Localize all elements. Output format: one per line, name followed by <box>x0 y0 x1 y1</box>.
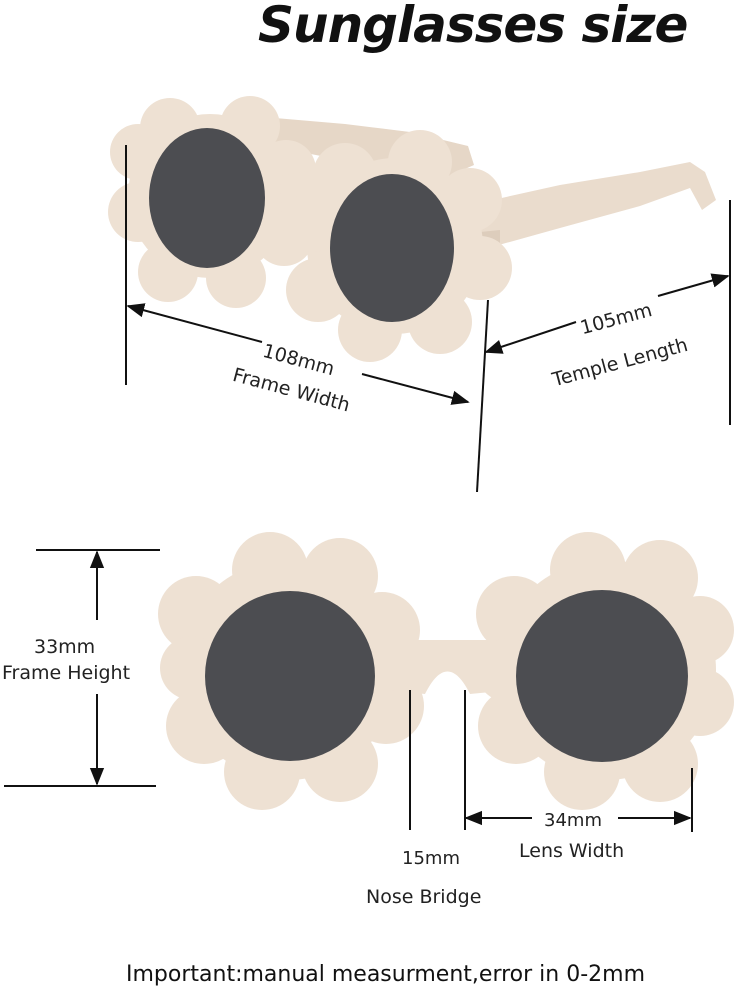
right-lens-angled <box>330 174 454 322</box>
frame-width-right-guide <box>476 299 489 493</box>
left-lens-front <box>205 591 375 761</box>
left-lens-angled <box>149 128 265 268</box>
frame-height-value: 33mm <box>34 636 96 658</box>
page-title: Sunglasses size <box>258 0 688 54</box>
right-lens-front <box>516 590 688 762</box>
left-flower-frame-angled <box>108 96 316 308</box>
left-flower-frame-front <box>158 532 424 810</box>
temple-length-arrow-right <box>657 273 730 297</box>
glasses-front-view <box>158 532 734 810</box>
frame-width-arrow-right <box>361 373 470 405</box>
frame-height-label: Frame Height <box>2 662 131 684</box>
temple-length-arrow-left <box>484 321 577 354</box>
nose-bridge-value: 15mm <box>402 848 460 869</box>
frame-width-arrow-left <box>126 303 263 343</box>
right-flower-frame-angled <box>282 130 512 362</box>
lens-width-value: 34mm <box>544 810 602 831</box>
frame-height-dimension <box>4 549 160 787</box>
lens-width-dimension <box>464 768 693 832</box>
frame-width-dimension <box>125 145 489 493</box>
measurement-note: Important:manual measurment,error in 0-2… <box>126 962 645 987</box>
lens-width-label: Lens Width <box>519 840 625 862</box>
right-flower-frame-front <box>476 532 734 810</box>
glasses-angled-view <box>108 96 716 362</box>
nose-bridge-label: Nose Bridge <box>366 886 482 908</box>
nose-bridge-dimension <box>409 690 466 830</box>
near-temple-arm <box>470 162 716 248</box>
temple-length-dimension <box>484 200 731 425</box>
